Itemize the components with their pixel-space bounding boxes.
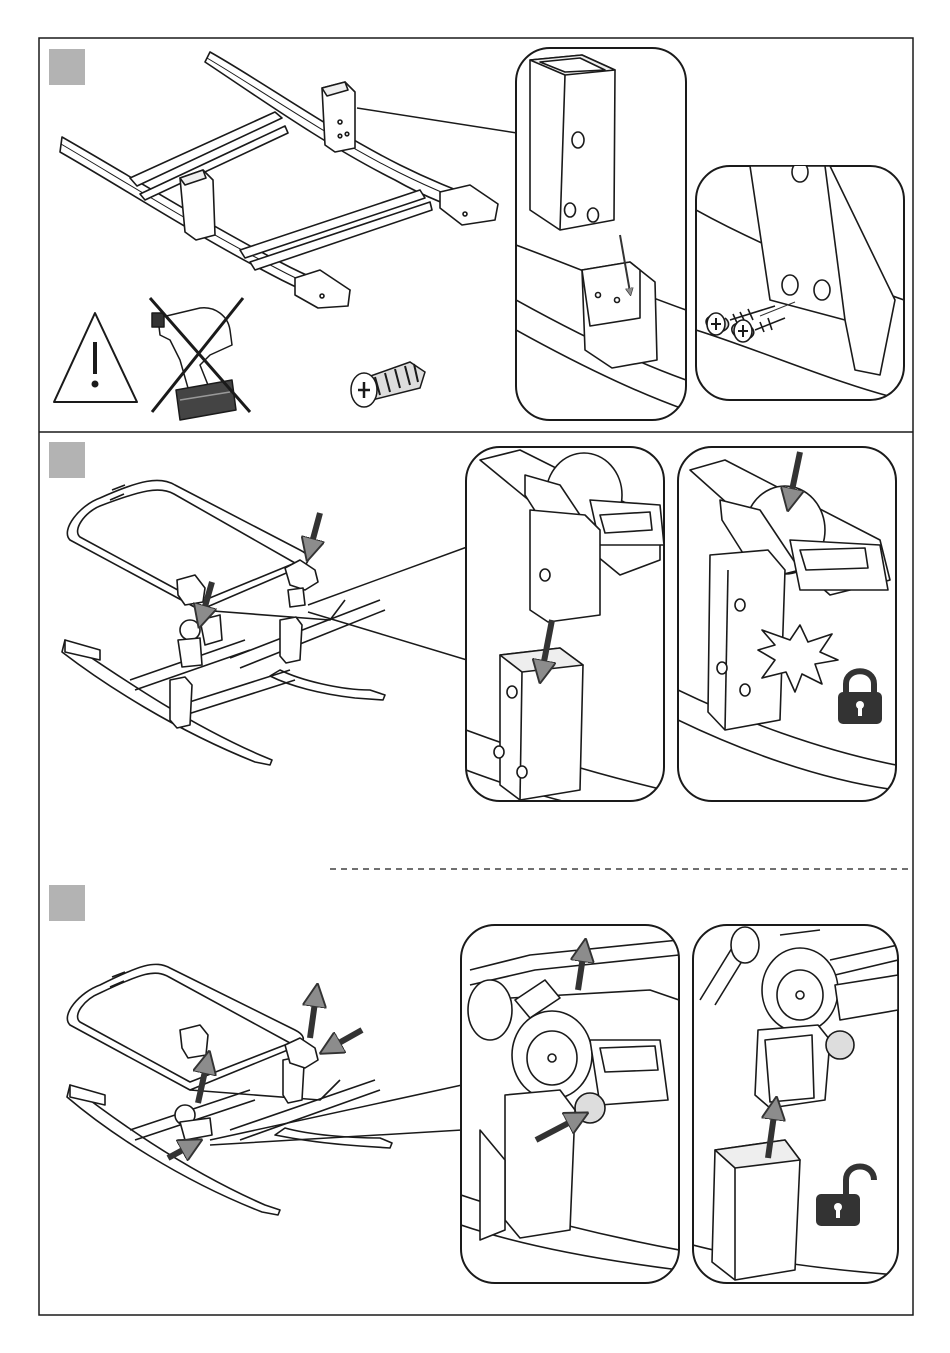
locked-detail	[678, 447, 896, 801]
leg-socket-detail	[516, 48, 686, 420]
phillips-screw-icon	[351, 362, 425, 407]
step-badge-2	[49, 442, 85, 478]
press-release-detail	[461, 925, 679, 1283]
warning-triangle-icon	[54, 313, 137, 402]
seat-frame-attach-drawing	[62, 480, 385, 765]
rocker-base-drawing	[60, 52, 498, 308]
no-power-drill-icon	[150, 298, 250, 420]
callout-leader	[357, 108, 517, 133]
callout-leader	[308, 547, 467, 660]
step-badge-3	[49, 885, 85, 921]
seat-frame-release-drawing	[67, 964, 392, 1215]
step-badge-1	[49, 49, 85, 85]
insert-detail	[466, 447, 664, 820]
screw-fixing-detail	[696, 162, 904, 400]
lift-out-detail	[693, 925, 898, 1283]
